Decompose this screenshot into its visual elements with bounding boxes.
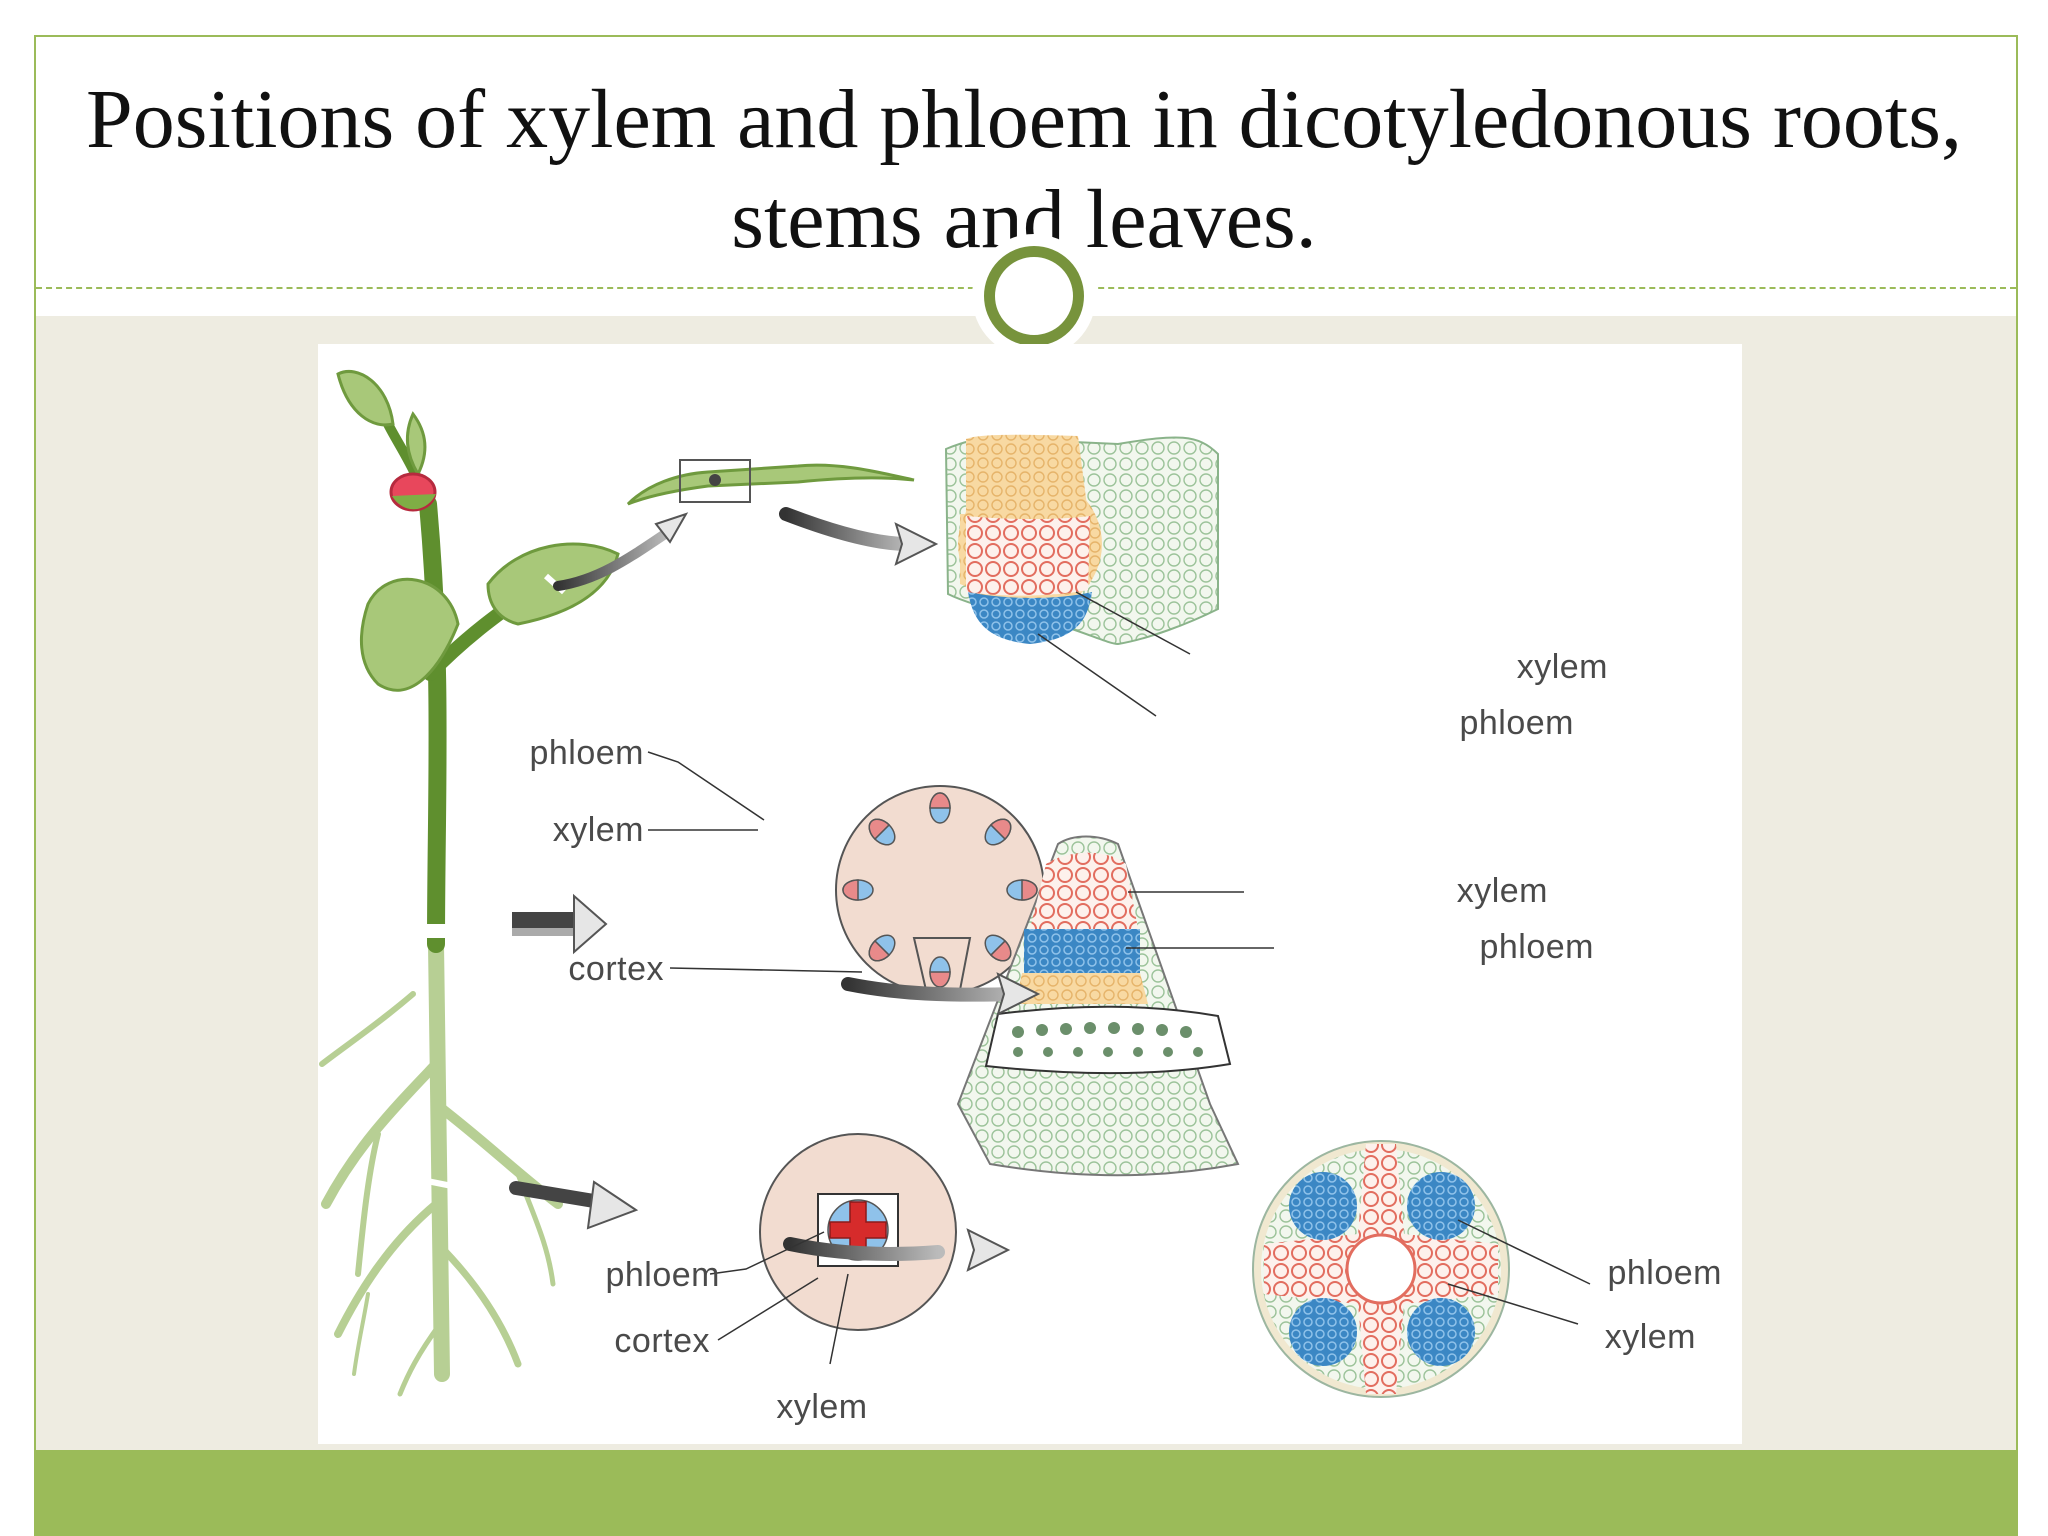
slide-frame bbox=[34, 35, 2018, 1536]
leaf-section bbox=[626, 434, 1219, 646]
plant-illustration bbox=[319, 370, 620, 1397]
flow-arrows bbox=[509, 507, 1041, 1272]
root-section bbox=[759, 1133, 1510, 1398]
stem-section bbox=[835, 785, 1240, 1177]
stem-cortex-label: cortex bbox=[568, 950, 664, 988]
circle-ornament-icon bbox=[984, 246, 1084, 346]
stem-detail-phloem-label: phloem bbox=[1479, 928, 1594, 966]
leaf-phloem-label: phloem bbox=[1459, 704, 1574, 742]
root-xylem-label: xylem bbox=[776, 1388, 867, 1426]
slide-title: Positions of xylem and phloem in dicotyl… bbox=[86, 73, 1962, 266]
plant-tissue-diagram: xylem phloem phloem xylem cortex xylem p… bbox=[318, 344, 1742, 1444]
leader-lines bbox=[647, 591, 1591, 1365]
root-phloem-label: phloem bbox=[605, 1256, 720, 1294]
root-cortex-label: cortex bbox=[614, 1322, 710, 1360]
footer-band bbox=[36, 1450, 2016, 1536]
stem-xylem-label: xylem bbox=[553, 811, 644, 849]
root-detail-phloem-label: phloem bbox=[1607, 1254, 1722, 1292]
stem-phloem-label: phloem bbox=[529, 734, 644, 772]
root-detail-xylem-label: xylem bbox=[1605, 1318, 1696, 1356]
leaf-xylem-label: xylem bbox=[1517, 648, 1608, 686]
stem-detail-xylem-label: xylem bbox=[1457, 872, 1548, 910]
